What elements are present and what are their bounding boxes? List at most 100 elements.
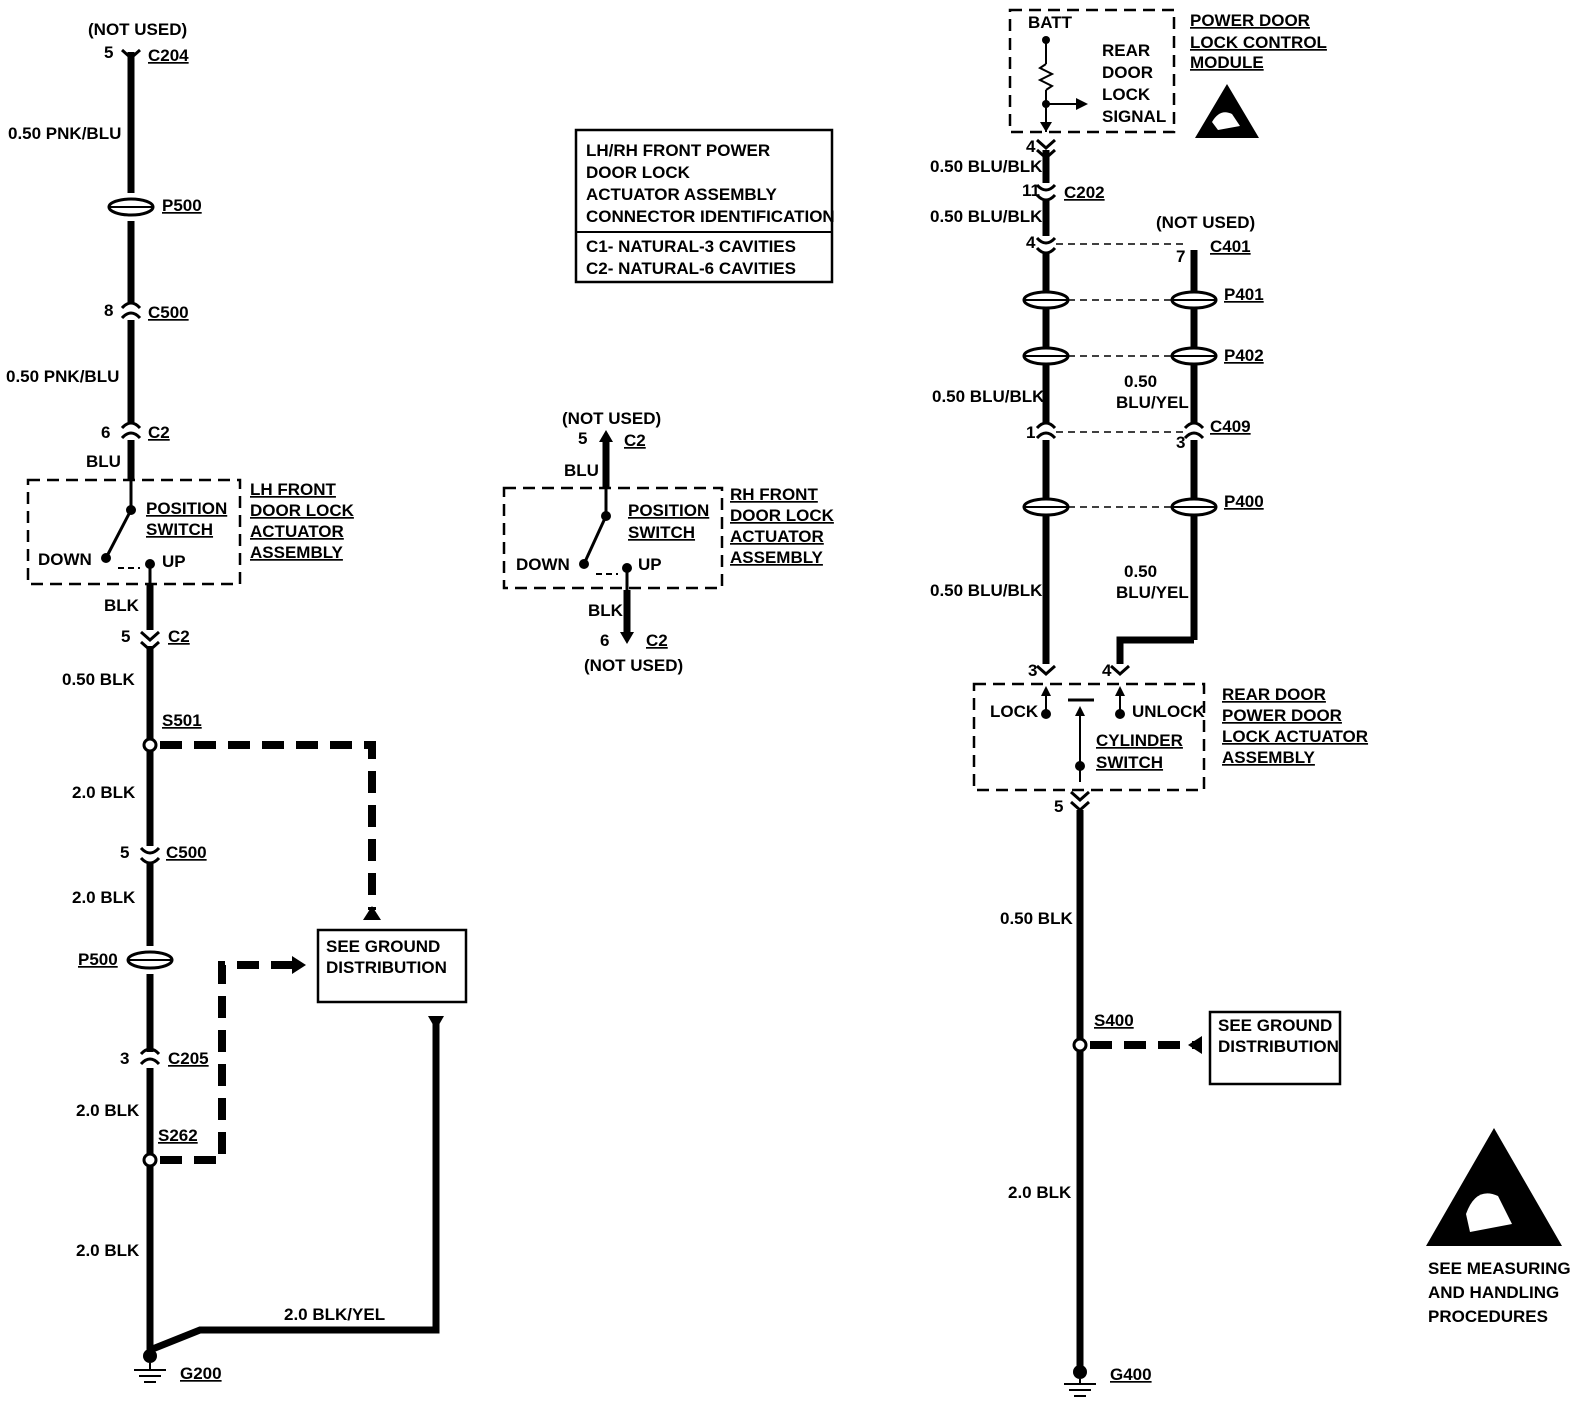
signal-label: SIGNAL [1102, 107, 1166, 126]
connector-c409-right [1183, 421, 1205, 440]
esd-notice-text: SEE MEASURING [1428, 1259, 1571, 1278]
esd-notice-text: PROCEDURES [1428, 1307, 1548, 1326]
lh-front-door-lock-circuit: SEE GROUND DISTRIBUTION (NOT USED) 5 C20… [6, 20, 468, 1383]
switch-contact-up [145, 559, 155, 569]
switch-down-label: DOWN [516, 555, 570, 574]
signal-label: LOCK [1102, 85, 1151, 104]
batt-label: BATT [1028, 13, 1073, 32]
pin-number: 6 [600, 631, 609, 650]
connector-label-c202: C202 [1064, 183, 1105, 202]
component-label: ACTUATOR [250, 522, 344, 541]
esd-notice-text: AND HANDLING [1428, 1283, 1559, 1302]
position-switch-label: POSITION [628, 501, 709, 520]
wire-label: 0.50 BLU/BLK [930, 581, 1043, 600]
ground-distribution-label: SEE GROUND [1218, 1016, 1332, 1035]
cylinder-switch-label: SWITCH [1096, 753, 1163, 772]
wire-label: 2.0 BLK [72, 783, 136, 802]
connector-label-c409: C409 [1210, 417, 1251, 436]
not-used-label: (NOT USED) [562, 409, 661, 428]
legend-title: LH/RH FRONT POWER [586, 141, 770, 160]
wire-label: BLU [86, 452, 121, 471]
rear-actuator-boundary [972, 682, 1206, 792]
pin-number: 4 [1026, 233, 1036, 252]
ground-g200-icon [134, 1349, 166, 1383]
wire-label: 0.50 BLK [62, 670, 135, 689]
position-switch-blade [582, 515, 608, 565]
wire-label: BLK [588, 601, 624, 620]
ground-reference-s501 [160, 741, 376, 910]
legend-entry: C2- NATURAL-6 CAVITIES [586, 259, 796, 278]
wire-label: BLK [104, 596, 140, 615]
connector-pin4 [1110, 664, 1130, 677]
connector-label-c500: C500 [148, 303, 189, 322]
pin-number: 6 [101, 423, 110, 442]
legend-title: CONNECTOR IDENTIFICATION [586, 207, 835, 226]
switch-up-label: UP [638, 555, 662, 574]
power-door-lock-control-module [1008, 8, 1176, 134]
arrow-down-icon [620, 632, 634, 644]
arrow-up-icon [1075, 706, 1085, 716]
connector-identification-legend: LH/RH FRONT POWER DOOR LOCK ACTUATOR ASS… [574, 128, 835, 284]
arrow-down-icon [1040, 122, 1052, 132]
connector-label-c401: C401 [1210, 237, 1251, 256]
lh-actuator-boundary [26, 478, 242, 586]
wire-label: 0.50 BLU/BLK [932, 387, 1045, 406]
arrow-up-icon [1041, 686, 1051, 696]
splice-label-s501: S501 [162, 711, 202, 730]
arrow-up-icon [599, 430, 613, 442]
wire-label: 2.0 BLK [1008, 1183, 1072, 1202]
wire-label: BLU/YEL [1116, 583, 1189, 602]
arrow-right-icon [1076, 98, 1088, 110]
pin-number: 5 [120, 843, 129, 862]
grommet-label-p500: P500 [78, 950, 118, 969]
component-label: RH FRONT [730, 485, 818, 504]
not-used-label: (NOT USED) [88, 20, 187, 39]
wire-blk-yel [148, 1022, 440, 1354]
grommet-p500-top [107, 197, 155, 217]
lock-label: LOCK [990, 702, 1039, 721]
component-label: MODULE [1190, 53, 1264, 72]
component-label: DOOR LOCK [250, 501, 355, 520]
esd-warning-icon [1195, 84, 1259, 138]
legend-title: ACTUATOR ASSEMBLY [586, 185, 777, 204]
component-label: POWER DOOR [1190, 11, 1310, 30]
connector-c500-bottom [139, 846, 161, 865]
ground-distribution-label: DISTRIBUTION [1218, 1037, 1339, 1056]
module-node [1042, 36, 1050, 44]
ground-label-g400: G400 [1110, 1365, 1152, 1384]
splice-s400 [1072, 1037, 1088, 1053]
esd-warning-icon [1426, 1128, 1562, 1246]
pin-number: 3 [120, 1049, 129, 1068]
connector-c500-top [120, 301, 142, 320]
pin-number: 5 [121, 627, 130, 646]
pin-number: 5 [1054, 797, 1063, 816]
arrow-left-icon [1188, 1036, 1202, 1054]
cylinder-switch-label: CYLINDER [1096, 731, 1183, 750]
switch-down-label: DOWN [38, 550, 92, 569]
signal-label: REAR [1102, 41, 1150, 60]
connector-c205 [139, 1047, 161, 1066]
connector-label-c2: C2 [168, 627, 190, 646]
legend-entry: C1- NATURAL-3 CAVITIES [586, 237, 796, 256]
connector-label-c2: C2 [624, 431, 646, 450]
legend-frame [574, 128, 834, 284]
cylinder-switch-node [1075, 761, 1085, 771]
ground-distribution-label: DISTRIBUTION [326, 958, 447, 977]
connector-pin3 [1036, 664, 1056, 677]
wire-label: 2.0 BLK [76, 1241, 140, 1260]
splice-label-s262: S262 [158, 1126, 198, 1145]
switch-up-label: UP [162, 552, 186, 571]
wire-label: 2.0 BLK [76, 1101, 140, 1120]
position-switch-blade [104, 509, 133, 559]
ground-distribution-box [1208, 1010, 1342, 1086]
connector-c202 [1035, 183, 1057, 202]
switch-contact-up [622, 563, 632, 573]
component-label: ASSEMBLY [730, 548, 824, 567]
connector-c409-left [1035, 421, 1057, 440]
not-used-label: (NOT USED) [1156, 213, 1255, 232]
lock-contact [1041, 709, 1051, 719]
legend-title: DOOR LOCK [586, 163, 691, 182]
grommet-label-p401: P401 [1224, 285, 1264, 304]
wire-label: BLU/YEL [1116, 393, 1189, 412]
arrow-right-icon [292, 956, 306, 974]
